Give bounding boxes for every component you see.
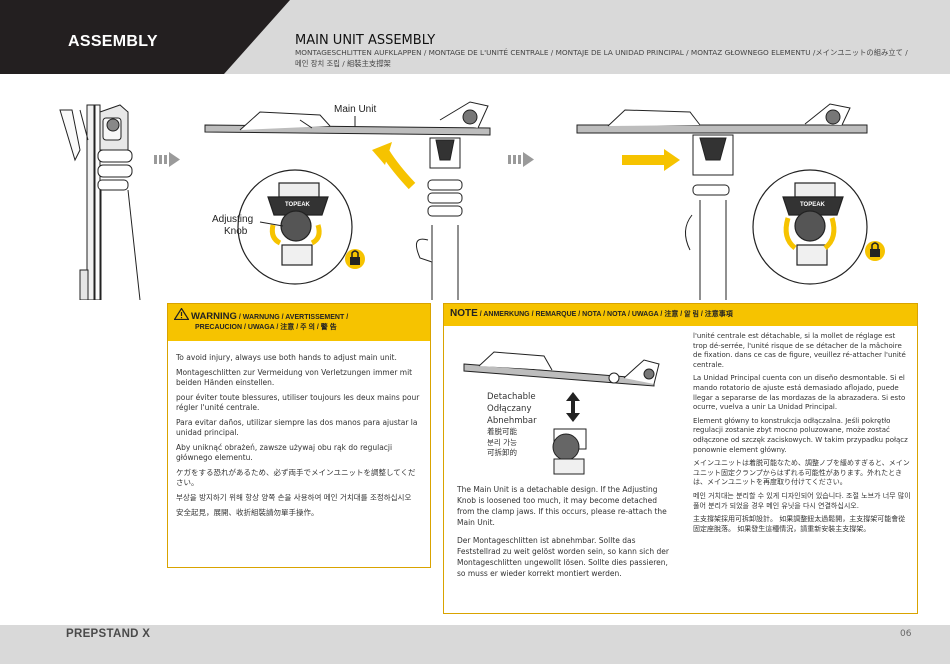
note-box: NOTE / ANMERKUNG / REMARQUE / NOTA / NOT… <box>443 303 918 614</box>
lock-icon <box>345 249 365 269</box>
section-title: ASSEMBLY <box>68 33 158 50</box>
note-title: NOTE <box>450 308 478 319</box>
warning-title: WARNING <box>191 311 237 322</box>
footer-product-name: PREPSTAND X <box>66 628 151 640</box>
warning-box: WARNING / WARNUNG / AVERTISSEMENT / PREC… <box>167 303 431 568</box>
warning-heading: WARNING / WARNUNG / AVERTISSEMENT / PREC… <box>168 304 430 341</box>
note-text-ja: メインユニットは着脱可能なため、調整ノブを緩めすぎると、メインユニット固定クラン… <box>693 459 910 487</box>
main-unit-label: Main Unit <box>334 104 376 115</box>
note-text-zh: 主支撐架採用可拆卸設計。 如果調整鈕太過鬆開，主支撐架可能會從固定座脫落。 如果… <box>693 515 906 533</box>
note-left-column: The Main Unit is a detachable design. If… <box>457 484 671 586</box>
step1-main-unit <box>204 101 491 300</box>
detach-label-ja: 着脱可能 <box>487 427 517 436</box>
warning-text-zh: 安全起見，展開、收折組裝請勿單手操作。 <box>176 508 319 517</box>
knob-arrows-1 <box>269 224 322 246</box>
note-text-pl: Element główny to konstrukcja odłączalna… <box>693 416 908 454</box>
rotate-arrow-head <box>372 142 392 165</box>
lock-icon-2 <box>865 241 885 261</box>
page-subtitle: MONTAGESCHLITTEN AUFKLAPPEN / MONTAGE DE… <box>295 48 908 68</box>
warning-text-de: Montageschlitten zur Vermeidung von Verl… <box>176 368 413 387</box>
note-title-translations: / ANMERKUNG / REMARQUE / NOTA / NOTA / U… <box>477 311 733 318</box>
note-text-es: La Unidad Principal cuenta con un diseño… <box>693 374 906 412</box>
assembly-illustration: Main Unit TOPEAK Adjusting Knob <box>59 101 885 300</box>
warning-title-translations: / WARNUNG / AVERTISSEMENT / <box>236 314 349 321</box>
detach-label-en: Detachable <box>487 392 536 402</box>
warning-text-ja: ケガをする恐れがあるため、必ず両手でメインユニットを調整してください。 <box>176 468 416 487</box>
warning-text-en: To avoid injury, always use both hands t… <box>176 353 397 362</box>
zoom-circle-2 <box>752 169 868 285</box>
detachable-illustration <box>463 351 660 475</box>
note-text-de: Der Montageschlitten ist abnehmbar. Soll… <box>457 536 669 578</box>
adjusting-knob-label-1: Adjusting <box>212 214 253 225</box>
detachable-labels: Detachable Odłączany Abnehmbar 着脱可能 분리 가… <box>487 391 557 459</box>
note-text-fr: l'unité centrale est détachable, si la m… <box>693 332 906 369</box>
warning-body: To avoid injury, always use both hands t… <box>168 341 430 518</box>
warning-text-fr: pour éviter toute blessures, utiliser to… <box>176 393 420 412</box>
rotate-arrow <box>381 149 416 190</box>
page-number: 06 <box>900 629 912 639</box>
zoom-brand-2: TOPEAK <box>800 202 826 208</box>
warning-triangle-icon <box>174 308 189 320</box>
step-arrow-1 <box>154 152 180 167</box>
zoom-brand-1: TOPEAK <box>285 202 311 208</box>
note-text-en: The Main Unit is a detachable design. If… <box>457 485 667 527</box>
warning-text-es: Para evitar daños, utilizar siempre las … <box>176 418 418 437</box>
warning-title-translations-2: PRECAUCION / UWAGA / 注意 / 주 의 / 警 告 <box>195 324 337 331</box>
push-arrow <box>622 149 680 171</box>
detach-label-pl: Odłączany <box>487 404 532 414</box>
detach-label-zh: 可拆卸的 <box>487 448 517 457</box>
page-title: MAIN UNIT ASSEMBLY <box>295 33 436 48</box>
note-text-ko: 메인 거치대는 분리할 수 있게 디자인되어 있습니다. 조절 노브가 너무 많… <box>693 491 911 510</box>
up-down-arrow-icon <box>566 392 580 422</box>
detach-label-ko: 분리 가능 <box>487 437 517 447</box>
zoom-circle-1 <box>237 169 353 285</box>
note-heading: NOTE / ANMERKUNG / REMARQUE / NOTA / NOT… <box>444 304 917 326</box>
note-right-column: l'unité centrale est détachable, si la m… <box>693 332 911 538</box>
warning-text-ko: 부상을 방지하기 위해 항상 양쪽 손을 사용하여 메인 거치대를 조정하십시오 <box>176 493 412 502</box>
footer-bar <box>0 625 950 664</box>
step-arrow-2 <box>508 152 534 167</box>
step2-main-unit <box>576 103 868 300</box>
folded-stand-illustration <box>59 104 141 300</box>
warning-text-pl: Aby uniknąć obrażeń, zawsze używaj obu r… <box>176 443 393 462</box>
detach-label-de: Abnehmbar <box>487 416 537 426</box>
adjusting-knob-label-2: Knob <box>224 226 248 237</box>
knob-arrows-2 <box>783 217 837 250</box>
